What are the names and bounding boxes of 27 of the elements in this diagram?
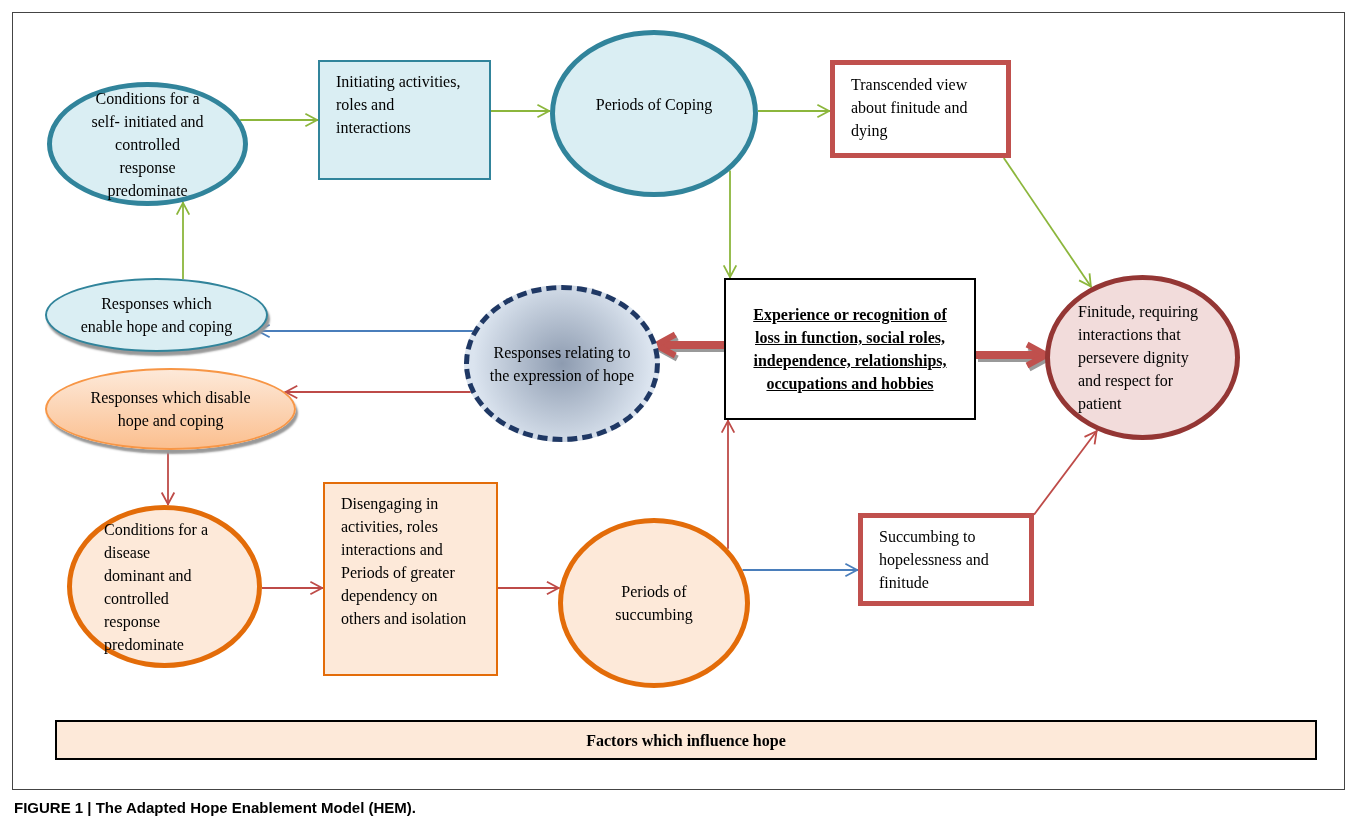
node-label: Responses which disable hope and coping (89, 388, 252, 432)
process-box (323, 482, 498, 676)
banner-box (55, 720, 1317, 760)
node-label: Experience or recognition of loss in function, social roles, independence, relationships, occupations and hobbies (752, 305, 948, 395)
outcome-box (830, 60, 1011, 158)
node-label: Disengaging in activities, roles interactions and Periods of greater dependency on others and isolation (341, 494, 468, 629)
central-box (724, 278, 976, 420)
node-label: Conditions for a disease dominant and controlled response predominate (104, 519, 209, 656)
arrow (490, 103, 551, 119)
node-label: Factors which influence hope (586, 730, 786, 752)
arrow (160, 449, 176, 506)
arrow (497, 580, 561, 596)
process-box (318, 60, 491, 180)
arrow (757, 103, 831, 119)
node-label: Transcended view about finitude and dying (851, 75, 969, 142)
node-label: Periods of Coping (595, 95, 713, 116)
node-label: Responses relating to the expression of hope (489, 342, 635, 387)
node-label: Initiating activities, roles and interactions (336, 72, 462, 138)
node-label: Responses which enable hope and coping (79, 294, 234, 338)
arrow (261, 580, 324, 596)
arrow (741, 562, 859, 578)
node-label: Succumbing to hopelessness and finitude (879, 527, 990, 593)
node-label: Conditions for a self- initiated and controlled response predominate (90, 88, 205, 202)
outcome-box (858, 513, 1034, 606)
node-label: Finitude, requiring interactions that persevere dignity and respect for patient (1078, 302, 1199, 415)
figure-caption: FIGURE 1 | The Adapted Hope Enablement Model (HEM). (14, 798, 416, 818)
node-label: Periods of succumbing (614, 582, 694, 626)
